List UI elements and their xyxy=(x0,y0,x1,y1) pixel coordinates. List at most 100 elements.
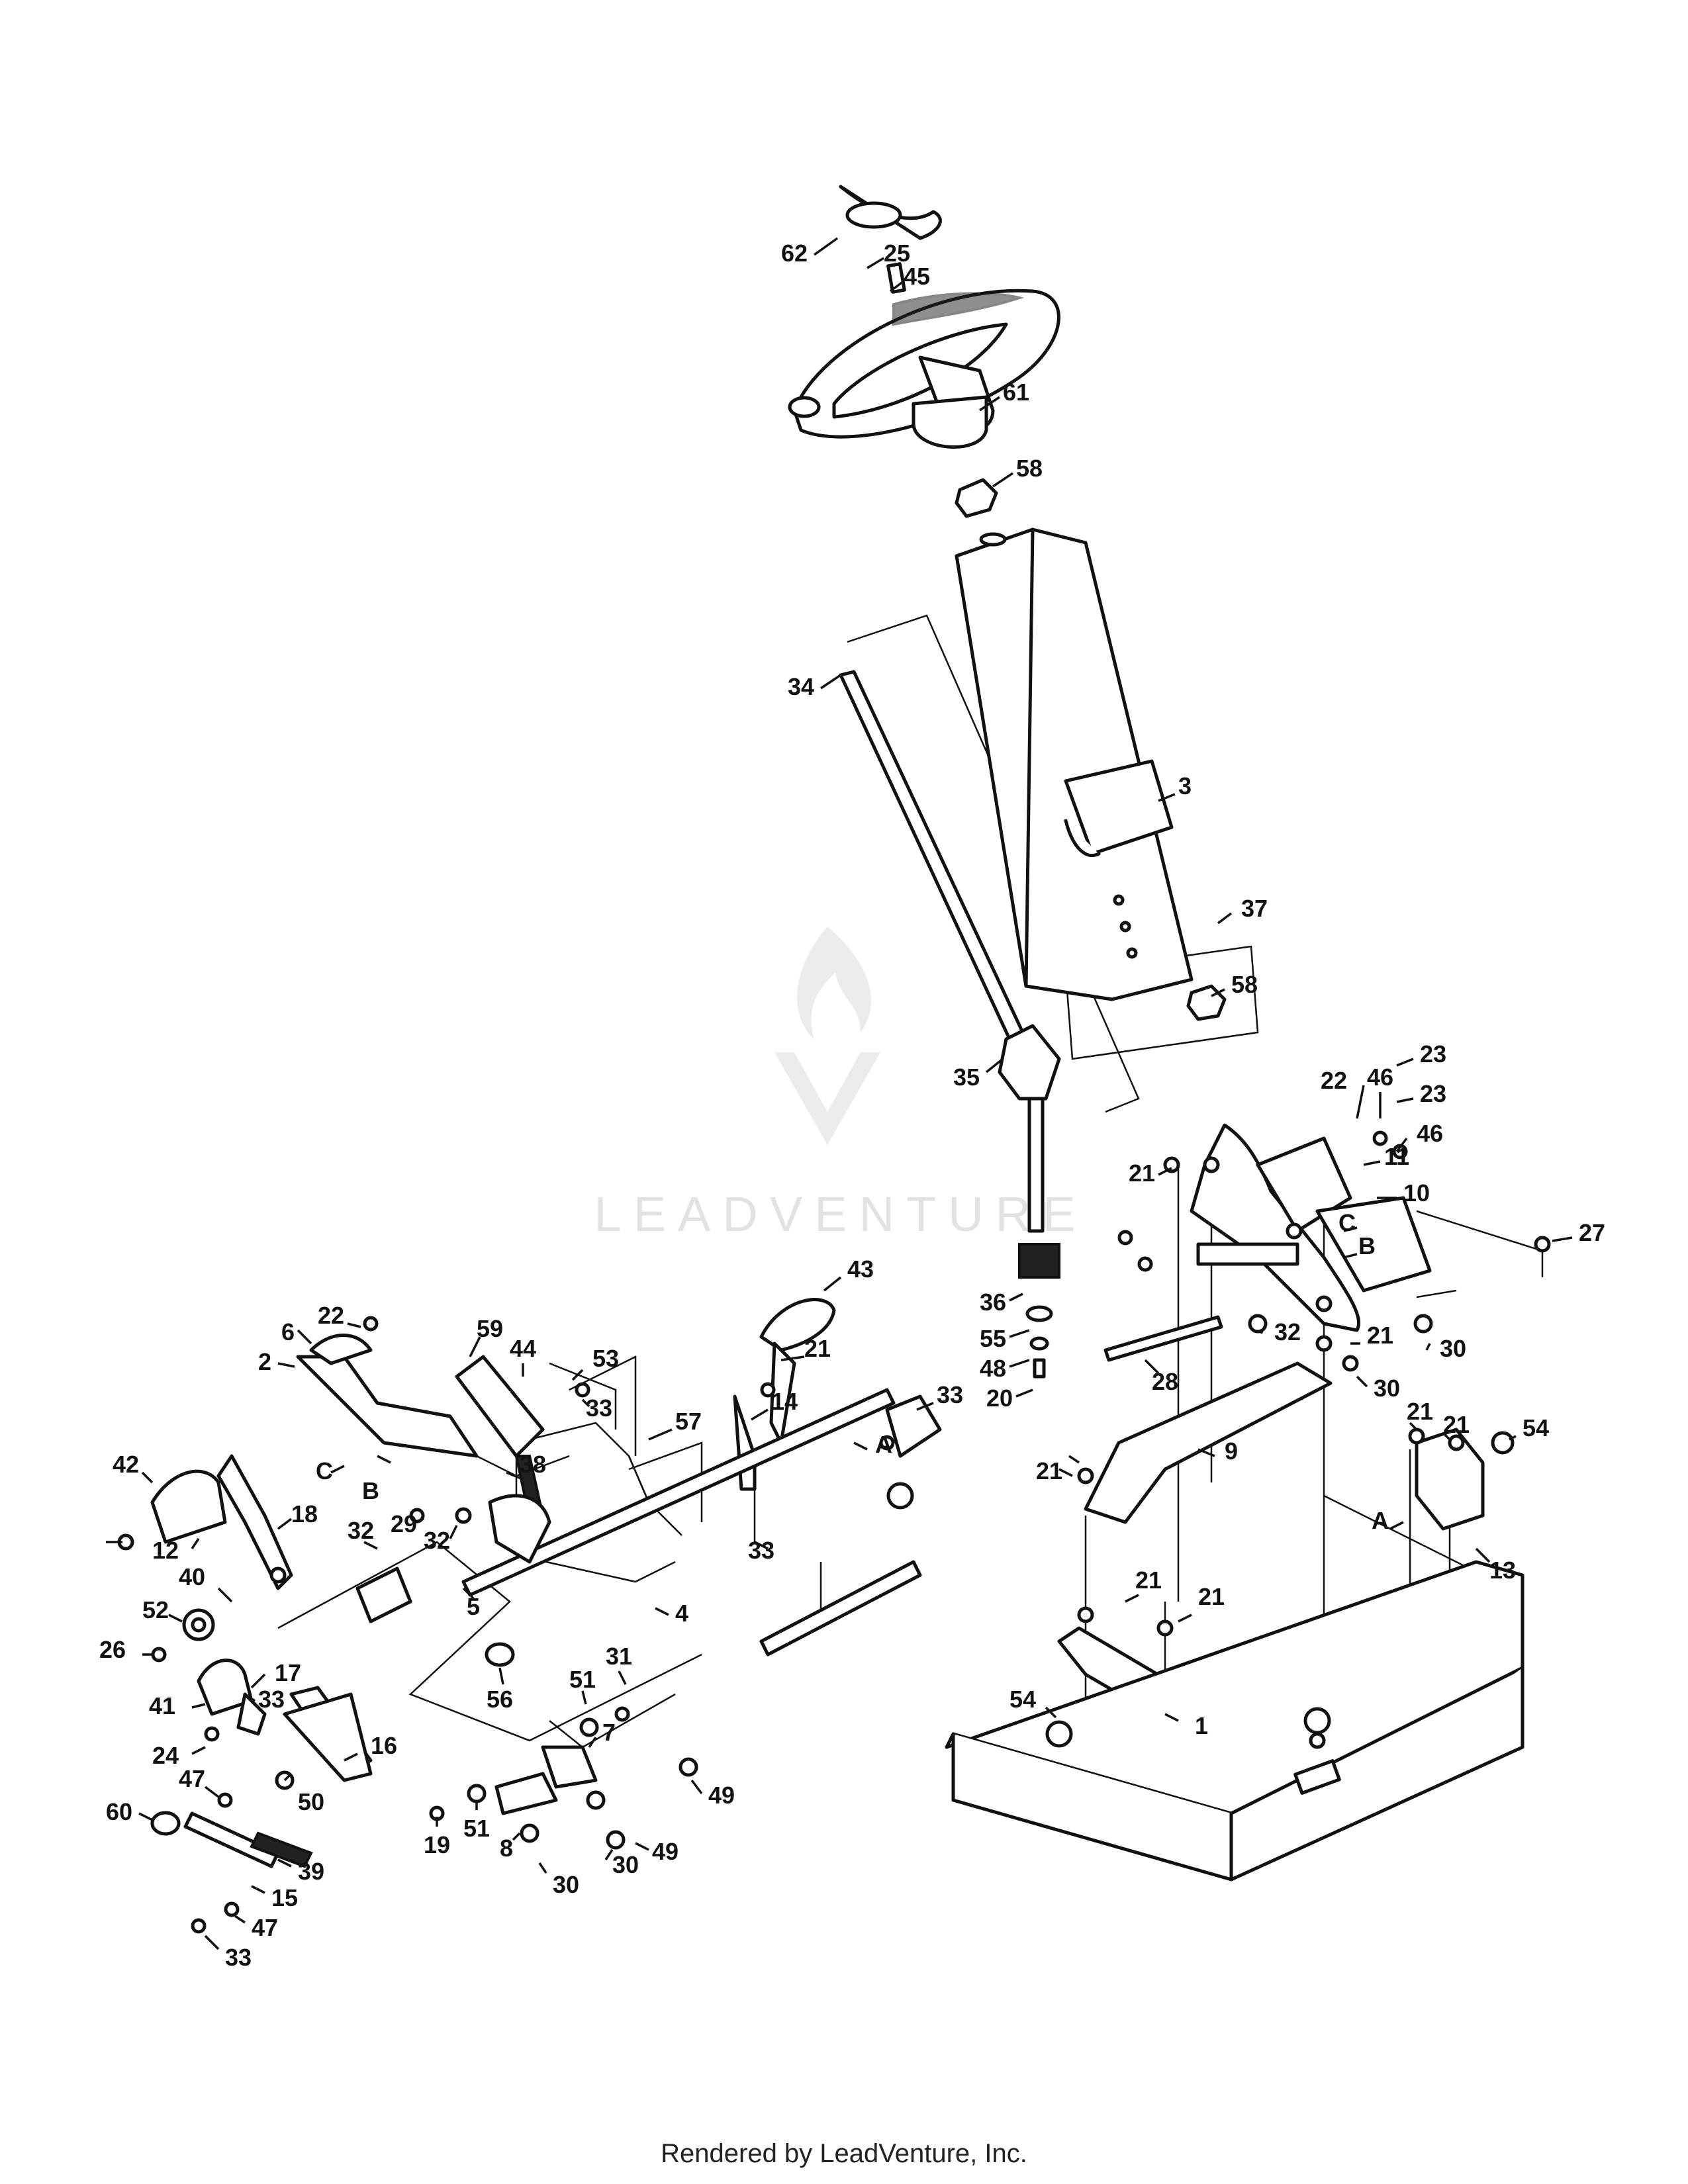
callout-17: 17 xyxy=(275,1659,301,1686)
callout-11: 11 xyxy=(1384,1143,1409,1170)
callout-B-left: B xyxy=(362,1477,379,1504)
arm-59 xyxy=(455,1355,545,1458)
steering-column xyxy=(955,527,1194,1001)
callout-54: 54 xyxy=(1523,1414,1549,1441)
callout-3: 3 xyxy=(1178,772,1192,799)
callout-1: 1 xyxy=(1195,1712,1208,1739)
callout-46: 46 xyxy=(1367,1064,1393,1091)
callout-22b: 22 xyxy=(318,1302,344,1329)
leadventure-watermark: LEADVENTURE xyxy=(594,927,1088,1242)
hardware xyxy=(117,1130,1551,1934)
callout-21c: 21 xyxy=(804,1335,831,1362)
callout-18: 18 xyxy=(291,1500,318,1527)
callout-47b: 47 xyxy=(252,1914,278,1941)
callout-35: 35 xyxy=(953,1064,980,1091)
callout-37: 37 xyxy=(1241,895,1268,922)
callout-25: 25 xyxy=(884,240,910,267)
callout-60: 60 xyxy=(106,1798,132,1825)
callout-39: 39 xyxy=(298,1858,324,1885)
callout-7: 7 xyxy=(602,1719,616,1746)
callout-49: 49 xyxy=(708,1782,735,1809)
callout-33: 33 xyxy=(937,1381,963,1408)
bushing-56 xyxy=(485,1642,515,1667)
callout-47: 47 xyxy=(179,1765,205,1792)
callout-23: 23 xyxy=(1420,1040,1446,1068)
callout-58b: 58 xyxy=(1231,971,1258,998)
callout-32b: 32 xyxy=(424,1527,450,1554)
bracket-2 xyxy=(296,1334,479,1458)
callout-42: 42 xyxy=(113,1451,139,1478)
callout-49b: 49 xyxy=(652,1838,679,1865)
callout-26: 26 xyxy=(99,1636,126,1663)
steering-shaft xyxy=(839,670,1061,1379)
callout-29: 29 xyxy=(391,1510,417,1537)
watermark-brand-text: LEADVENTURE xyxy=(594,1187,1088,1242)
callout-20: 20 xyxy=(986,1385,1013,1412)
plate-15 xyxy=(183,1811,280,1868)
shafts xyxy=(461,1388,942,1657)
pedal-42 xyxy=(150,1454,293,1590)
callout-51: 51 xyxy=(569,1666,596,1693)
spacer-60 xyxy=(150,1811,181,1836)
callout-21e: 21 xyxy=(1443,1411,1470,1438)
chassis-frame xyxy=(945,1560,1524,1882)
callout-labels: 62 25 45 61 58 34 3 37 58 35 46 23 22 23… xyxy=(99,240,1605,1971)
callout-28: 28 xyxy=(1152,1368,1178,1395)
callout-33b: 33 xyxy=(586,1394,612,1422)
frame-bracket-9 xyxy=(1084,1361,1333,1524)
callout-9: 9 xyxy=(1225,1437,1238,1465)
callout-21d: 21 xyxy=(1407,1398,1433,1425)
bracket-13 xyxy=(1415,1428,1485,1531)
callout-45: 45 xyxy=(904,263,930,290)
callout-36: 36 xyxy=(980,1289,1006,1316)
callout-22: 22 xyxy=(1321,1067,1347,1094)
callout-33c: 33 xyxy=(748,1537,774,1564)
callout-55: 55 xyxy=(980,1325,1006,1352)
callout-32: 32 xyxy=(1274,1318,1301,1345)
callout-A-right: A xyxy=(1372,1507,1389,1534)
callout-34: 34 xyxy=(788,673,814,700)
callout-56: 56 xyxy=(487,1686,513,1713)
callout-52: 52 xyxy=(142,1596,169,1623)
callout-58: 58 xyxy=(1016,455,1043,482)
callout-48: 48 xyxy=(980,1355,1006,1382)
callout-59: 59 xyxy=(477,1315,503,1342)
callout-51b: 51 xyxy=(463,1815,490,1842)
callout-21f: 21 xyxy=(1036,1457,1062,1484)
callout-50: 50 xyxy=(298,1788,324,1815)
callout-30c: 30 xyxy=(612,1851,639,1878)
callout-14: 14 xyxy=(771,1388,798,1415)
callout-46b: 46 xyxy=(1417,1120,1443,1147)
callout-32c: 32 xyxy=(348,1517,374,1544)
callout-13: 13 xyxy=(1489,1557,1516,1584)
sector-plate xyxy=(355,1494,551,1623)
spring-39 xyxy=(250,1831,313,1868)
callout-33d: 33 xyxy=(258,1686,285,1713)
callout-57: 57 xyxy=(675,1408,702,1435)
callout-33e: 33 xyxy=(225,1944,252,1971)
callout-41: 41 xyxy=(149,1692,175,1719)
steering-wheel xyxy=(788,185,1060,449)
callout-B-right: B xyxy=(1358,1232,1376,1259)
callout-21b: 21 xyxy=(1367,1322,1393,1349)
callout-62: 62 xyxy=(781,240,808,267)
callout-61: 61 xyxy=(1003,379,1029,406)
callout-16: 16 xyxy=(371,1732,397,1759)
gear-36 xyxy=(1018,1243,1060,1279)
callout-12: 12 xyxy=(152,1537,179,1564)
callout-24: 24 xyxy=(152,1742,179,1769)
callout-53: 53 xyxy=(592,1345,619,1372)
callout-21: 21 xyxy=(1129,1160,1155,1187)
leader-lines xyxy=(106,237,1573,1950)
callout-30b: 30 xyxy=(1374,1375,1400,1402)
callout-15: 15 xyxy=(271,1884,298,1911)
callout-10: 10 xyxy=(1403,1179,1430,1206)
washer-48 xyxy=(1029,1336,1049,1351)
column-bracket xyxy=(1190,1123,1432,1332)
flame-logo-icon xyxy=(774,927,880,1145)
callout-23b: 23 xyxy=(1420,1080,1446,1107)
callout-21h: 21 xyxy=(1198,1583,1225,1610)
callout-31: 31 xyxy=(606,1643,632,1670)
bolt-20 xyxy=(1033,1358,1046,1379)
callout-27: 27 xyxy=(1579,1219,1605,1246)
